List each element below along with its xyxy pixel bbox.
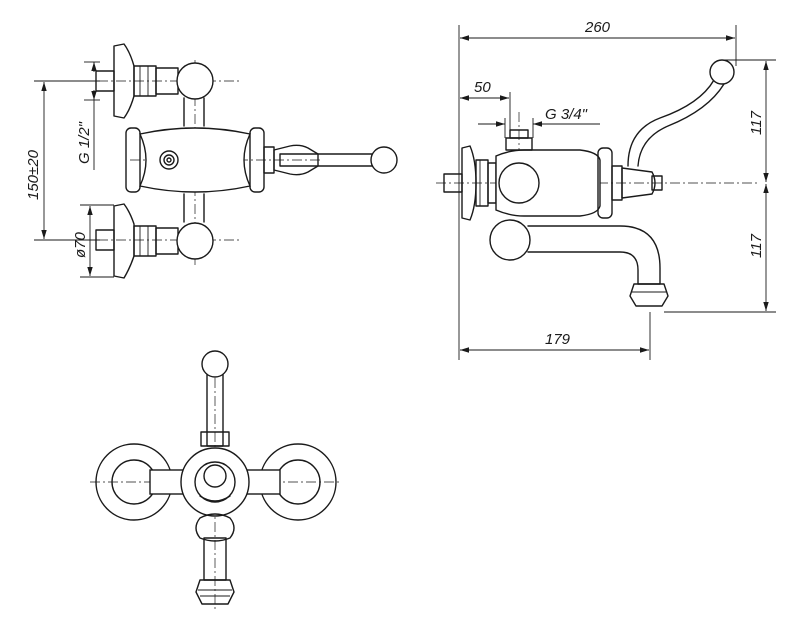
top-view (90, 350, 340, 610)
mixer-body-side (495, 129, 613, 219)
lower-connector (95, 203, 214, 279)
dim-g12: G 1/2" (76, 121, 93, 164)
dim-117-top: 117 (748, 110, 765, 135)
dim-117-bottom: 117 (748, 233, 765, 258)
dim-260: 260 (584, 19, 611, 36)
dim-179: 179 (545, 331, 571, 348)
side-view: 260 50 G 3/4" 117 117 179 (436, 19, 776, 360)
lever-front (263, 144, 398, 176)
upper-connector (95, 43, 214, 119)
handle-side (611, 59, 735, 201)
dim-d70: ø70 (72, 231, 89, 258)
front-view: 150±20 G 1/2" ø70 (25, 43, 398, 279)
mixer-body-front (125, 127, 265, 193)
wall-plate-side (443, 145, 497, 221)
spout-side (489, 219, 669, 307)
dim-g34: G 3/4" (545, 106, 588, 123)
dim-150: 150±20 (25, 149, 42, 200)
dim-50: 50 (474, 79, 491, 96)
